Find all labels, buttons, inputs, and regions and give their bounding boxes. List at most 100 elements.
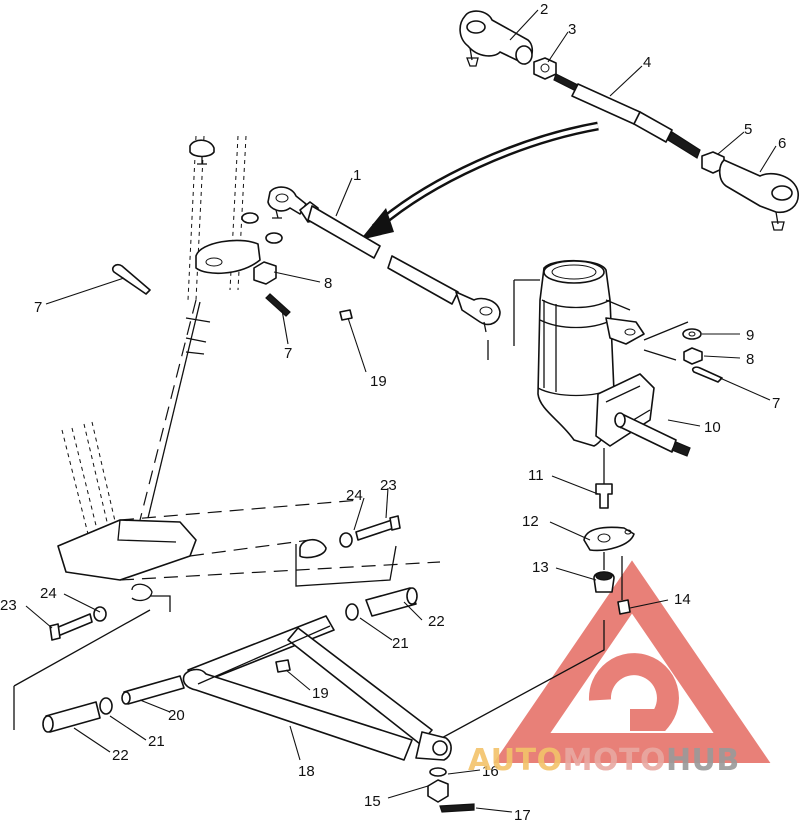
- steering-arm-plate: [195, 239, 261, 275]
- pivot-bolt-23-left: [55, 613, 93, 637]
- ball-joint-nut-hardware: [427, 767, 475, 813]
- tie-rod-1-shaft-right: [387, 255, 459, 305]
- sleeve-22-left: [45, 701, 101, 733]
- callout-8-right: 8: [746, 351, 754, 368]
- pivot-sleeves: [42, 587, 418, 733]
- strut-band-1: [541, 299, 611, 309]
- watermark-hub: HUB: [666, 743, 740, 778]
- callout-23-right: 23: [380, 477, 397, 494]
- callout-13: 13: [532, 559, 549, 576]
- callout-20: 20: [168, 707, 185, 724]
- frame-dash-2: [189, 539, 311, 557]
- castle-nut-8: [253, 261, 277, 285]
- steering-arm-rod-end: [189, 139, 215, 158]
- grease-fitting-19: [339, 309, 353, 321]
- cotter-pin-7-right: [691, 366, 723, 383]
- callout-2: 2: [540, 1, 548, 18]
- washer-9: [682, 328, 702, 340]
- callout-22-left: 22: [112, 747, 129, 764]
- a-arm-ball-eye: [432, 740, 448, 756]
- leader-lines: [25, 9, 777, 813]
- frame-section: [13, 421, 441, 730]
- callout-9: 9: [746, 327, 754, 344]
- steering-column-hatch-2: [195, 135, 205, 301]
- steering-post-pin: [185, 317, 211, 355]
- callout-10: 10: [704, 419, 721, 436]
- rod-end-2-stud: [466, 47, 479, 67]
- callout-18: 18: [298, 763, 315, 780]
- tie-rod-assembly-exploded: [459, 10, 799, 231]
- plate-12-hole-b: [624, 529, 632, 535]
- tie-rod-tube-4: [571, 83, 641, 125]
- spindle-shaft-threads: [671, 441, 691, 457]
- callout-24-right: 24: [346, 487, 363, 504]
- washer-24-left: [93, 606, 107, 622]
- callout-3: 3: [568, 21, 576, 38]
- washer-16: [429, 767, 447, 777]
- tie-rod-1-shaft: [307, 205, 381, 259]
- callout-6: 6: [778, 135, 786, 152]
- callout-21-right: 21: [392, 635, 409, 652]
- castle-nut-15: [427, 779, 449, 803]
- pivot-bolt-23-left-head: [49, 623, 61, 641]
- watermark-logo: [493, 560, 771, 763]
- callout-12: 12: [522, 513, 539, 530]
- spindle-guide-lines: [487, 279, 689, 361]
- steering-post: [111, 135, 353, 521]
- ball-joint-to-arm: [437, 620, 605, 741]
- pivot-bolt-23-right: [355, 519, 395, 541]
- callout-24-left: 24: [40, 585, 57, 602]
- steering-arm-stud: [197, 156, 207, 165]
- tie-rod-1-right-eye: [479, 306, 493, 316]
- rod-end-2-eye: [466, 20, 486, 34]
- tie-rod-tube-4b: [633, 111, 673, 143]
- plate-12: [583, 526, 635, 552]
- rod-end-2-socket: [515, 45, 533, 65]
- callout-19-upper: 19: [370, 373, 387, 390]
- steering-column-hatch-1: [187, 135, 197, 301]
- strut-top-ring: [543, 260, 605, 284]
- watermark-auto: AUTO: [468, 743, 563, 778]
- callout-16: 16: [482, 763, 499, 780]
- spindle-assembly: [487, 259, 691, 457]
- bolt-11: [595, 483, 613, 509]
- callout-7-left: 7: [34, 299, 42, 316]
- plate-12-hole: [597, 533, 611, 543]
- callout-15: 15: [364, 793, 381, 810]
- castle-nut-8-right: [683, 347, 703, 365]
- strut-top-ring-inner: [551, 264, 597, 280]
- watermark-text: AUTOMOTOHUB: [468, 743, 740, 778]
- assembly-arrow: [360, 121, 599, 240]
- pivot-bolts: [49, 515, 401, 641]
- a-arm-cross-brace: [197, 625, 331, 685]
- steering-axis-solid: [147, 301, 201, 519]
- callout-5: 5: [744, 121, 752, 138]
- watermark-triangle-inner: [588, 653, 679, 731]
- rod-end-6-eye: [771, 185, 793, 201]
- bushing-20-end: [121, 691, 131, 705]
- tie-rod-1-right-end: [455, 291, 501, 326]
- callout-7-mid: 7: [284, 345, 292, 362]
- ball-joint-parts: [437, 448, 635, 741]
- callout-22-right: 22: [428, 613, 445, 630]
- callout-1: 1: [353, 167, 361, 184]
- steering-axis: [139, 299, 197, 521]
- callout-17: 17: [514, 807, 531, 824]
- washer-upper-2: [265, 232, 283, 244]
- frame-dash-1: [119, 499, 361, 521]
- cotter-pin-7-left: [111, 263, 151, 295]
- bolt-7-small: [265, 293, 291, 317]
- callout-11: 11: [528, 467, 544, 484]
- tie-rod-thread-right: [667, 131, 701, 159]
- ball-joint-axis-2: [603, 552, 623, 600]
- tie-rod-1-eye: [275, 193, 289, 203]
- pivot-bolt-23-right-head: [389, 515, 401, 531]
- frame-guide-left: [13, 595, 171, 730]
- callout-14: 14: [674, 591, 691, 608]
- cotter-pin-17: [439, 803, 475, 813]
- sleeve-22-right: [365, 587, 417, 617]
- callout-21-left: 21: [148, 733, 165, 750]
- steering-arm-hole: [205, 257, 223, 267]
- sleeve-22-right-end: [406, 587, 418, 605]
